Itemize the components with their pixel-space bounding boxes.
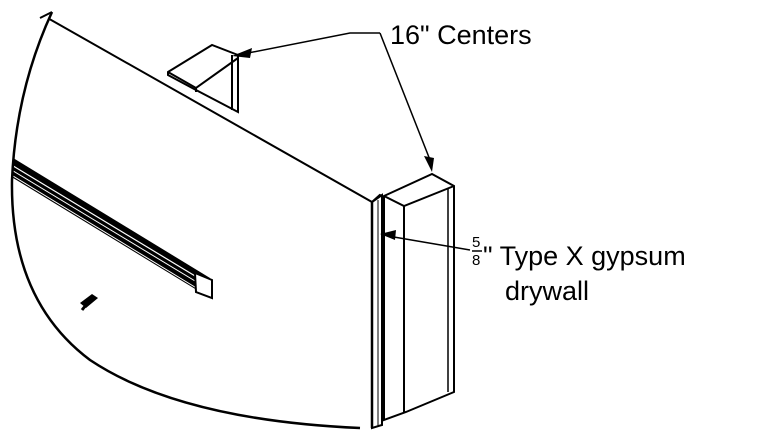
fraction-numerator: 5 — [472, 234, 480, 251]
gypsum-label-line2: drywall — [505, 276, 589, 306]
metal-channel — [11, 150, 213, 300]
gypsum-label: 5 8 " Type X gypsum drywall — [472, 234, 686, 306]
centers-label: 16" Centers — [390, 20, 532, 50]
gypsum-leader — [380, 230, 471, 251]
front-stud — [383, 172, 455, 422]
rear-stud — [167, 43, 239, 114]
detail-view-boundary — [10, 11, 361, 430]
screw-icon — [80, 294, 98, 311]
gypsum-label-line1: " Type X gypsum — [483, 241, 686, 271]
drywall-edge — [370, 193, 383, 430]
centers-leader — [232, 32, 434, 172]
fraction-denominator: 8 — [472, 252, 480, 269]
